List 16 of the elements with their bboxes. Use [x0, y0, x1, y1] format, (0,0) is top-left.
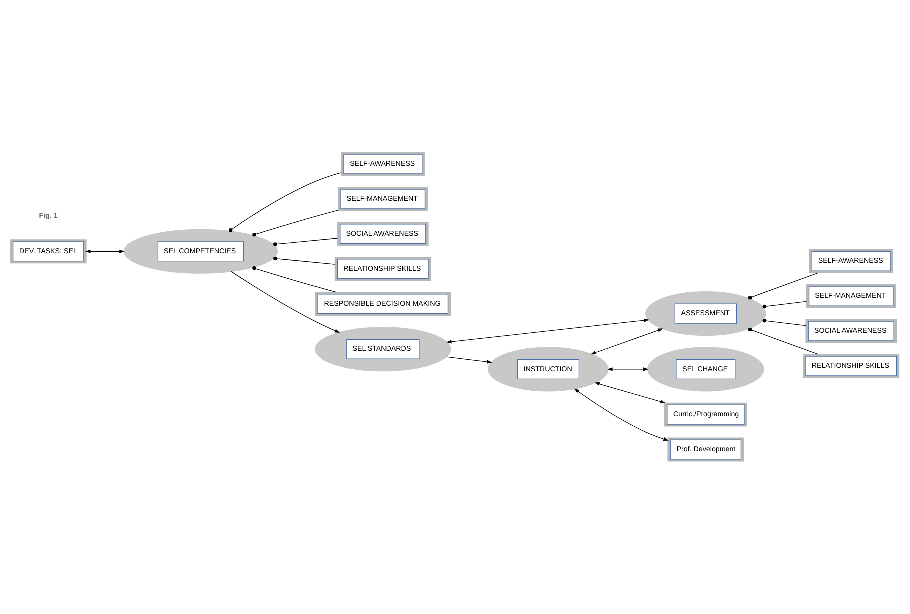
- connector: [228, 172, 342, 232]
- connector: [252, 266, 337, 293]
- arrow: [594, 382, 666, 404]
- connector: [274, 256, 336, 265]
- connector: [762, 318, 806, 326]
- arrow: [590, 328, 664, 355]
- arrow: [446, 356, 492, 364]
- connector: [252, 210, 339, 237]
- arrow: [608, 368, 649, 372]
- connector: [762, 301, 807, 309]
- arrow: [446, 318, 650, 344]
- arrow: [574, 388, 669, 441]
- connector: [748, 272, 819, 300]
- connector: [274, 238, 338, 246]
- arrow: [86, 250, 125, 254]
- arrow: [231, 272, 340, 334]
